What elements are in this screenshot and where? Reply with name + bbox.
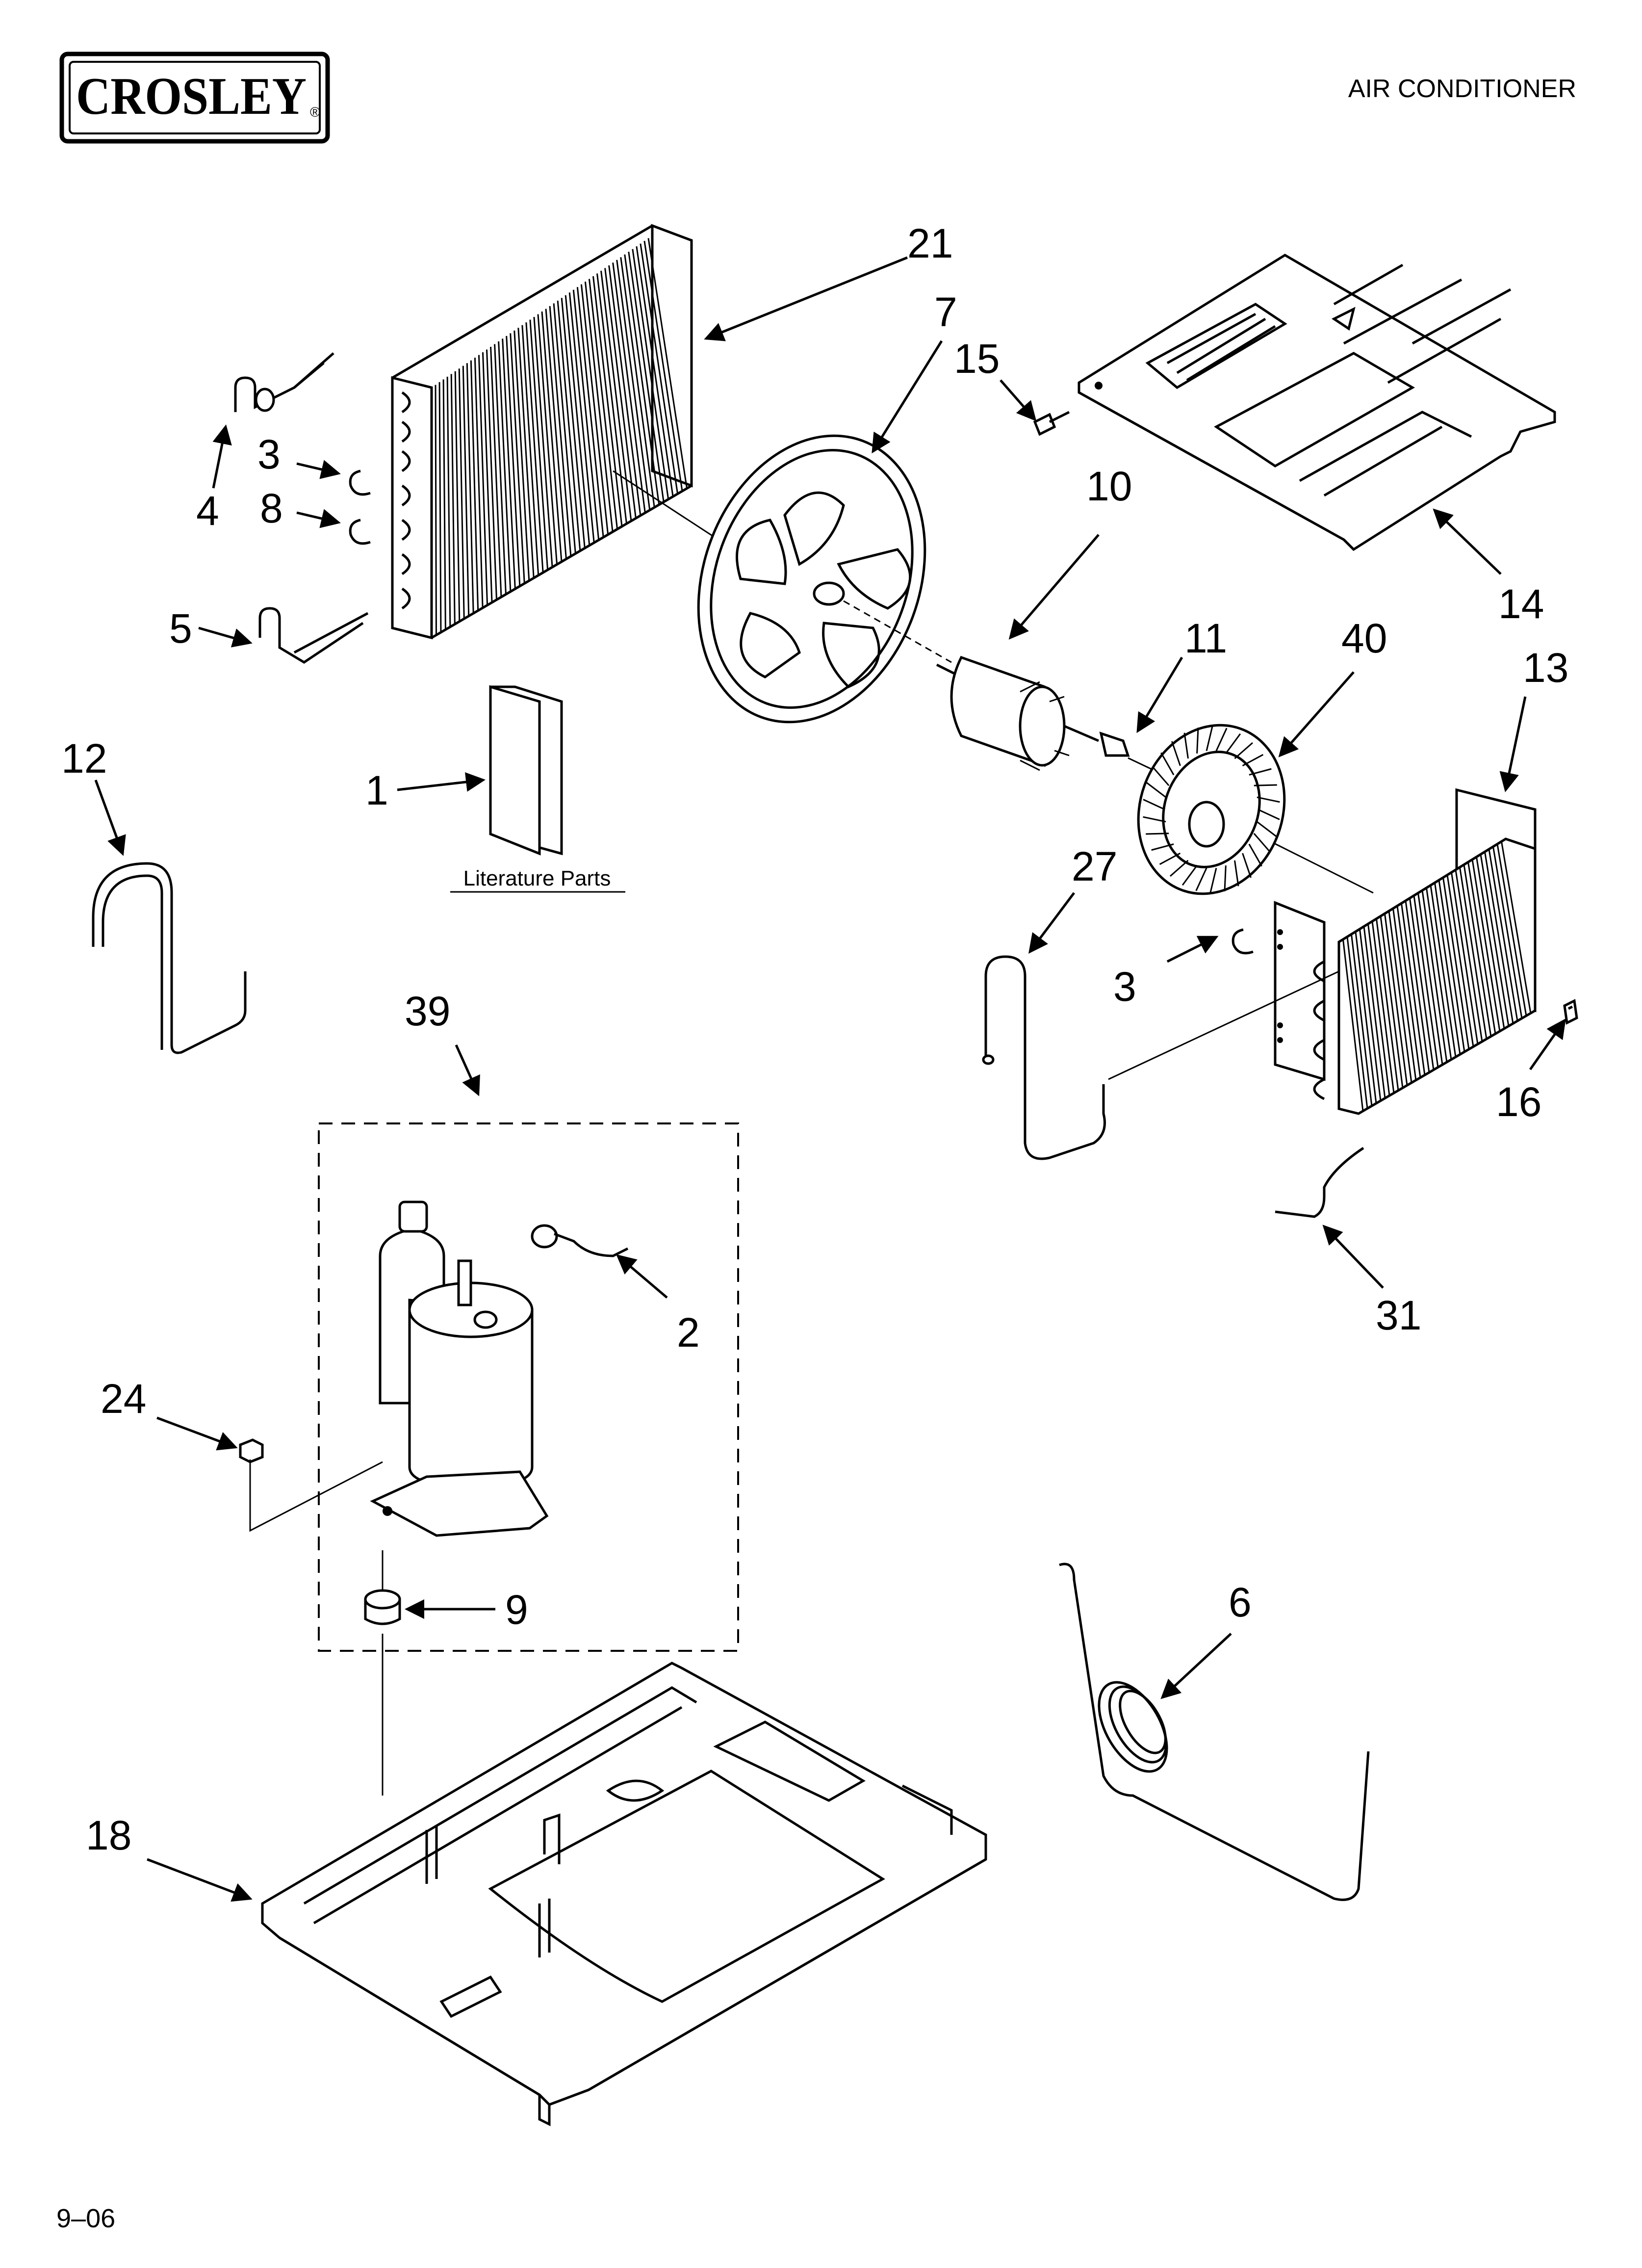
callout-4: 4	[196, 488, 219, 534]
callout-11: 11	[1184, 615, 1227, 661]
callout-9: 9	[505, 1587, 528, 1633]
callout-13: 13	[1523, 645, 1568, 691]
callout-6: 6	[1229, 1579, 1252, 1625]
brand-name: CROSLEY	[76, 67, 307, 126]
screw-part-15	[1033, 411, 1070, 436]
clip-part-8	[349, 519, 371, 545]
page-title: AIR CONDITIONER	[1348, 75, 1576, 103]
bracket-part-16	[1563, 999, 1578, 1025]
callout-18: 18	[86, 1812, 131, 1858]
callout-21: 21	[907, 220, 953, 266]
tube-loop-part-6	[1059, 1563, 1370, 1901]
callout-12: 12	[61, 735, 107, 782]
condenser-coil	[391, 224, 726, 640]
grommet-part-9	[364, 1550, 401, 1796]
callout-14: 14	[1498, 581, 1544, 627]
clip-part-3-left	[349, 469, 371, 496]
overload-part-2	[531, 1224, 629, 1257]
coil-return-bends	[401, 391, 411, 610]
callout-3-left: 3	[257, 431, 281, 477]
evaporator-coil	[1274, 788, 1537, 1115]
callout-7: 7	[934, 289, 957, 335]
compressor-assembly-box	[318, 1122, 739, 1652]
tube-part-4	[234, 352, 334, 412]
capillary-tube-part-27	[982, 955, 1339, 1160]
callout-24: 24	[101, 1376, 146, 1422]
callout-40: 40	[1341, 615, 1387, 661]
tube-part-12	[92, 862, 247, 1054]
condenser-fan-blade	[697, 434, 952, 724]
callout-27: 27	[1072, 843, 1117, 889]
tube-part-5	[258, 607, 369, 664]
registered-mark: ®	[310, 104, 320, 120]
callout-8: 8	[260, 485, 283, 531]
evap-side-holes	[1277, 929, 1283, 1043]
leader-lines	[94, 256, 1566, 1902]
brand-logo: CROSLEY ®	[59, 52, 330, 144]
compressor	[370, 1200, 549, 1537]
tube-part-31	[1275, 1147, 1364, 1218]
callout-39: 39	[405, 988, 450, 1034]
date-code: 9–06	[56, 2204, 115, 2233]
callout-16: 16	[1496, 1079, 1541, 1125]
callout-1: 1	[365, 767, 388, 813]
callout-2: 2	[677, 1309, 700, 1356]
top-cover-panel	[1078, 254, 1556, 551]
callout-numbers: 21 7 15 14 10 4 3 8 5 12 1 11 40 13 27 3…	[61, 220, 1568, 1858]
clip-part-3-right	[1232, 928, 1254, 955]
callout-15: 15	[954, 336, 1000, 382]
fan-motor	[936, 655, 1227, 806]
nut-part-24	[239, 1438, 383, 1532]
callout-3-right: 3	[1113, 964, 1136, 1010]
literature-parts: Literature Parts	[450, 685, 625, 893]
callout-5: 5	[169, 605, 192, 652]
blower-wheel	[1137, 724, 1374, 895]
base-pan	[261, 1662, 987, 2127]
literature-label: Literature Parts	[463, 866, 611, 890]
callout-10: 10	[1086, 463, 1132, 509]
callout-31: 31	[1376, 1292, 1421, 1338]
